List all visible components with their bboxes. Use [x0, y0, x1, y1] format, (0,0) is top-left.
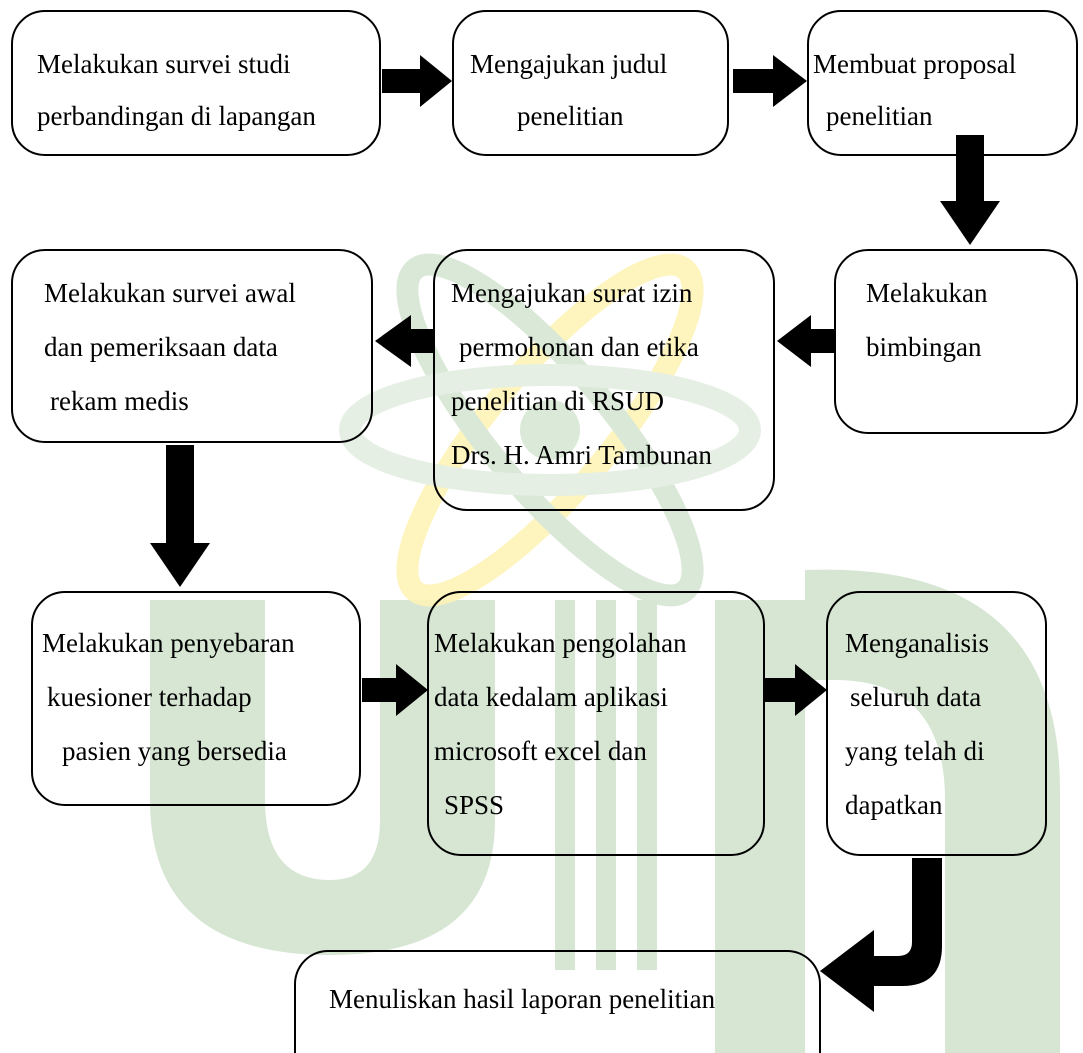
step-text-line: SPSS — [444, 790, 505, 820]
step-text-line: Menganalisis — [845, 628, 989, 658]
step-text-line: rekam medis — [50, 386, 189, 416]
step-text-line: Melakukan survei studi — [37, 49, 291, 79]
step-text-line: penelitian di RSUD — [451, 386, 664, 416]
arrow-left-icon — [777, 315, 835, 367]
step-text-line: kuesioner terhadap — [47, 682, 252, 712]
arrow-down-icon — [940, 135, 1000, 245]
step-surat-izin: Mengajukan surat izin permohonan dan eti… — [433, 249, 775, 511]
step-text-line: dan pemeriksaan data — [44, 332, 278, 362]
step-text-line: pasien yang bersedia — [62, 736, 287, 766]
arrow-right-icon — [382, 55, 452, 107]
step-text-line: bimbingan — [866, 332, 982, 362]
step-text-line: Mengajukan surat izin — [451, 278, 693, 308]
step-text-line: seluruh data — [850, 682, 982, 712]
step-text-line: dapatkan — [845, 790, 943, 820]
step-text-line: penelitian — [826, 101, 933, 131]
step-text-line: Melakukan survei awal — [44, 278, 296, 308]
step-melakukan-bimbingan: Melakukan bimbingan — [834, 249, 1078, 434]
step-pengolahan-data: Melakukan pengolahan data kedalam aplika… — [427, 591, 765, 856]
step-text-line: Mengajukan judul — [470, 49, 668, 79]
step-text-line: microsoft excel dan — [434, 736, 647, 766]
step-text-line: Drs. H. Amri Tambunan — [451, 440, 712, 470]
arrow-left-icon — [375, 315, 435, 367]
step-survei-studi: Melakukan survei studi perbandingan di l… — [11, 10, 381, 156]
arrow-right-icon — [362, 664, 428, 716]
step-text-line: permohonan dan etika — [459, 332, 699, 362]
step-membuat-proposal: Membuat proposal penelitian — [807, 10, 1078, 156]
step-survei-awal: Melakukan survei awal dan pemeriksaan da… — [11, 249, 373, 443]
arrow-right-icon — [733, 55, 807, 107]
step-mengajukan-judul: Mengajukan judul penelitian — [452, 10, 729, 156]
step-text-line: data kedalam aplikasi — [434, 682, 668, 712]
arrow-down-icon — [150, 445, 210, 587]
step-text-line: Menuliskan hasil laporan penelitian — [329, 984, 716, 1014]
step-text-line: Membuat proposal — [813, 49, 1017, 79]
step-text-line: Melakukan — [866, 278, 988, 308]
step-text-line: Melakukan penyebaran — [42, 628, 295, 658]
step-text-line: perbandingan di lapangan — [37, 101, 316, 131]
step-menuliskan-laporan: Menuliskan hasil laporan penelitian — [294, 950, 821, 1053]
step-text-line: yang telah di — [845, 736, 985, 766]
step-menganalisis: Menganalisis seluruh data yang telah di … — [826, 591, 1047, 856]
step-penyebaran-kuesioner: Melakukan penyebaran kuesioner terhadap … — [31, 591, 361, 806]
arrow-down-left-icon — [820, 858, 942, 1012]
arrow-right-icon — [763, 664, 827, 716]
step-text-line: Melakukan pengolahan — [434, 628, 687, 658]
step-text-line: penelitian — [517, 101, 624, 131]
